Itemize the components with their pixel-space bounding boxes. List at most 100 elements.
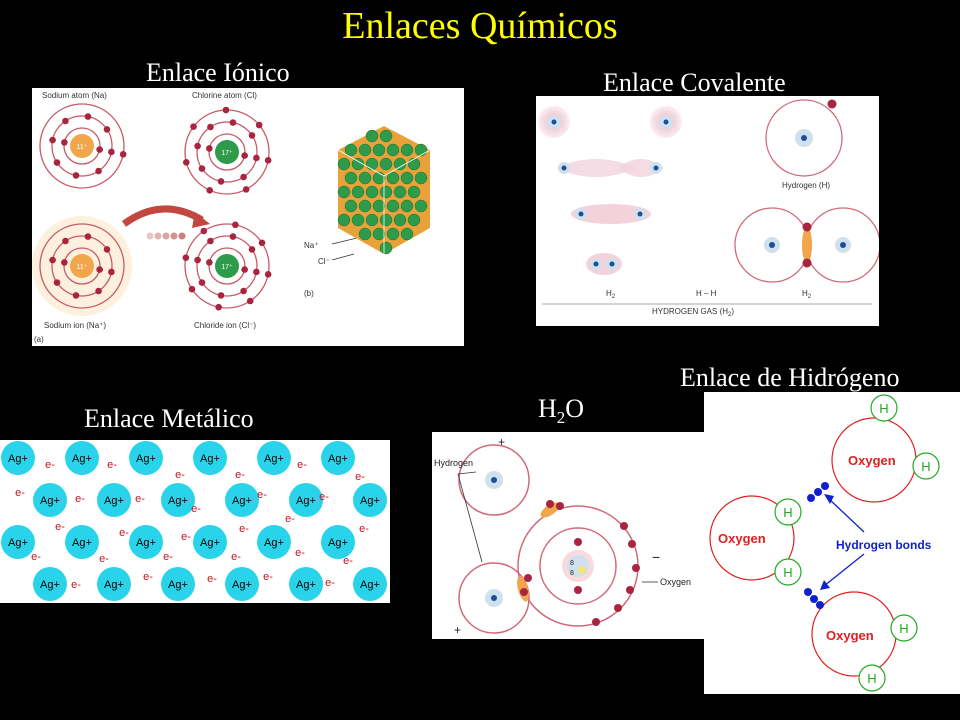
free-electron: e- <box>75 493 85 505</box>
electron <box>232 221 239 229</box>
ionic-bond-diagram: Sodium atom (Na) Chlorine atom (Cl) Sodi… <box>32 88 464 346</box>
silver-ion <box>33 567 67 601</box>
chloride-ion-sphere <box>400 227 414 241</box>
nucleus <box>70 134 94 158</box>
free-electron: e- <box>191 503 201 515</box>
free-electron: e- <box>71 579 81 591</box>
chloride-ion-sphere <box>365 185 379 199</box>
chloride-ion-sphere <box>379 213 393 227</box>
chloride-ion-sphere <box>400 199 414 213</box>
electron <box>96 266 103 273</box>
chloride-ion-sphere <box>393 213 407 227</box>
oxygen-label-left: Oxygen <box>718 531 766 546</box>
electron <box>53 279 61 286</box>
silver-ion <box>193 525 227 559</box>
hydrogen-atom-circle <box>858 664 886 692</box>
electron <box>190 123 197 130</box>
electron <box>194 256 201 264</box>
silver-ion-label: Ag+ <box>328 537 348 549</box>
electron <box>61 139 68 146</box>
silver-ion <box>193 441 227 475</box>
silver-ion <box>65 525 99 559</box>
water-heading: H2O <box>538 394 585 427</box>
chloride-ion-sphere <box>386 171 400 185</box>
free-electron: e- <box>297 459 307 471</box>
chloride-ion-sphere <box>344 143 358 157</box>
free-electron: e- <box>175 469 185 481</box>
electron <box>242 186 250 193</box>
shared-electron <box>802 258 812 268</box>
silver-ion-label: Ag+ <box>72 453 92 465</box>
chloride-ion-sphere <box>372 143 386 157</box>
chloride-ion-sphere <box>379 241 393 255</box>
electron-trail <box>170 232 178 240</box>
free-electron: e- <box>181 531 191 543</box>
silver-ion <box>33 483 67 517</box>
electron <box>628 540 636 548</box>
electron <box>72 292 80 299</box>
electron <box>258 239 266 247</box>
hydrogen-atom-circle <box>774 498 802 526</box>
arrow-head <box>192 212 210 228</box>
electron <box>632 564 640 572</box>
free-electron: e- <box>319 491 329 503</box>
electron <box>200 227 208 235</box>
chloride-ion-sphere <box>351 213 365 227</box>
water-molecule-diagram: 8 8 Hydrogen Oxygen + + − <box>432 432 704 639</box>
silver-ion <box>321 525 355 559</box>
electron-shell <box>39 223 125 309</box>
electron <box>592 618 600 626</box>
electron <box>241 152 248 159</box>
silver-ion <box>257 525 291 559</box>
oxygen-circle-left <box>709 495 795 581</box>
hydrogen-gas-label: HYDROGEN GAS (H2) <box>652 307 734 318</box>
hydrogen-atom-orbit <box>765 99 843 177</box>
electron <box>108 148 115 156</box>
hydrogen-orbit-top <box>458 444 530 516</box>
electron <box>49 256 56 264</box>
chloride-ion-sphere <box>365 213 379 227</box>
chlorine-atom: 17⁺ <box>182 106 272 195</box>
electron <box>253 154 260 162</box>
electron-shell <box>39 103 125 189</box>
plus-sign-top: + <box>498 435 505 449</box>
electron-trail <box>154 232 162 240</box>
silver-ion <box>321 441 355 475</box>
electron <box>62 237 69 245</box>
silver-ion <box>289 567 323 601</box>
minus-sign: − <box>652 549 660 565</box>
electron <box>229 233 237 240</box>
free-electron: e- <box>163 551 173 563</box>
chloride-ion-sphere <box>337 185 351 199</box>
part-a-label: (a) <box>34 335 44 344</box>
free-electron: e- <box>325 577 335 589</box>
electron <box>520 588 528 596</box>
free-electron: e- <box>355 471 365 483</box>
electron <box>95 287 102 295</box>
silver-ion-label: Ag+ <box>360 495 380 507</box>
hydrogen-label: Hydrogen <box>434 458 473 468</box>
electron <box>198 165 206 172</box>
electron <box>61 259 68 266</box>
na-plus-label: Na⁺ <box>304 241 318 250</box>
shared-electron <box>802 222 812 232</box>
electron-shell <box>208 247 246 285</box>
silver-ion-label: Ag+ <box>136 537 156 549</box>
chloride-ion-sphere <box>414 171 428 185</box>
transferred-electron <box>146 232 186 240</box>
electron <box>96 146 103 153</box>
covalent-bond-heading: Enlace Covalente <box>603 68 786 97</box>
electron <box>194 142 201 150</box>
electron <box>215 303 222 311</box>
silver-ion-label: Ag+ <box>168 579 188 591</box>
silver-ion <box>353 567 387 601</box>
chloride-ion-sphere <box>400 171 414 185</box>
electron <box>248 246 256 253</box>
electron-shell <box>63 247 101 285</box>
chloride-ion-sphere <box>351 157 365 171</box>
free-electron: e- <box>207 573 217 585</box>
ionic-bond-heading: Enlace Iónico <box>146 58 290 87</box>
electron <box>248 132 256 139</box>
hydrogen-atom-circle <box>870 394 898 422</box>
chloride-ion-sphere <box>372 199 386 213</box>
